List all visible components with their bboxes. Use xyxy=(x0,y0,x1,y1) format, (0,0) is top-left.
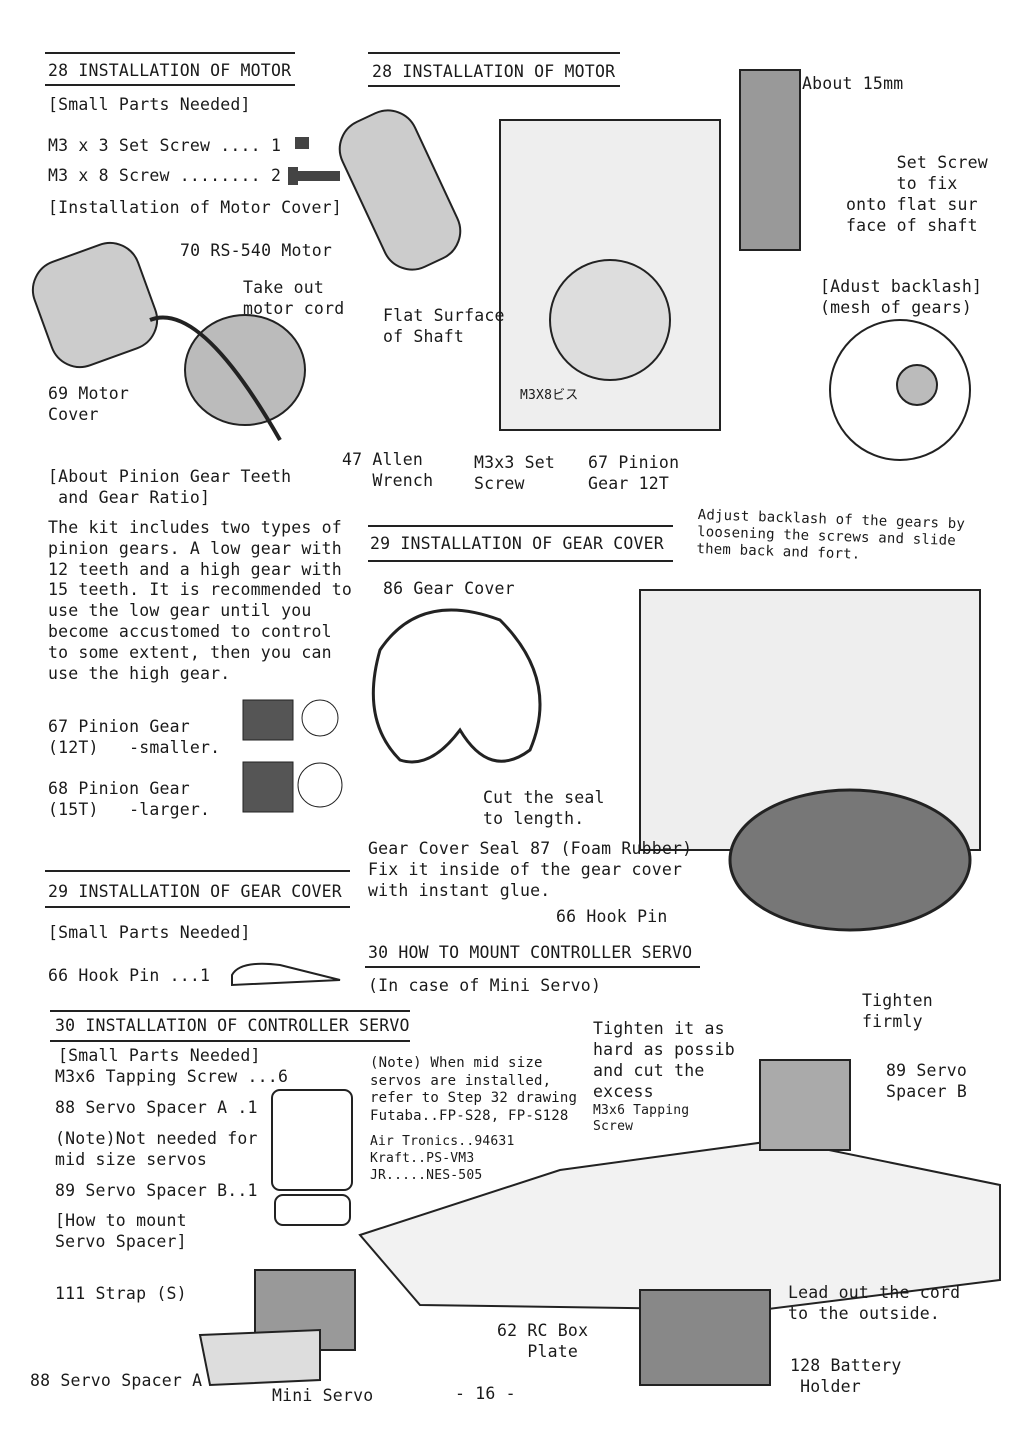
pinion-gear-label: 67 Pinion Gear 12T xyxy=(588,453,680,493)
hook-pin-label: 66 Hook Pin xyxy=(556,907,668,926)
gear-cover-seal-text: Gear Cover Seal 87 (Foam Rubber) Fix it … xyxy=(368,839,693,900)
small-parts-heading: [Small Parts Needed] xyxy=(48,923,251,942)
section-29-title: 29 INSTALLATION OF GEAR COVER xyxy=(48,882,342,901)
cut-seal-label: Cut the seal to length. xyxy=(483,788,605,828)
part-item: 88 Servo Spacer A .1 xyxy=(55,1098,258,1117)
set-screw-icon xyxy=(295,137,309,149)
divider xyxy=(50,1010,410,1012)
rc-box-plate-label: 62 RC Box Plate xyxy=(497,1321,589,1361)
mini-servo-subtitle: (In case of Mini Servo) xyxy=(368,976,602,995)
divider xyxy=(368,52,620,54)
servo-list: Air Tronics..94631 Kraft..PS-VM3 JR.....… xyxy=(370,1134,515,1183)
servo-chassis-illustration xyxy=(198,1059,1001,1387)
part-item: 89 Servo Spacer B..1 xyxy=(55,1181,258,1200)
screw-icon xyxy=(288,167,340,185)
tighten-text: Tighten it as hard as possib and cut the… xyxy=(593,1019,735,1101)
divider xyxy=(368,85,620,87)
part-item: M3 x 3 Set Screw .... 1 xyxy=(48,136,282,155)
allen-wrench-label: 47 Allen Wrench xyxy=(342,450,434,490)
motor-cover-label: 69 Motor Cover xyxy=(48,384,130,424)
small-parts-heading: [Small Parts Needed] xyxy=(58,1046,261,1065)
pinion-12t-label: 67 Pinion Gear (12T) -smaller. xyxy=(48,717,221,757)
section-29-title-right: 29 INSTALLATION OF GEAR COVER xyxy=(370,534,664,553)
spacer-b-label: 89 Servo Spacer B xyxy=(886,1061,968,1101)
divider xyxy=(50,1040,410,1042)
divider xyxy=(365,966,700,968)
backlash-heading: [Adust backlash] (mesh of gears) xyxy=(820,277,983,317)
cord-label: Take out motor cord xyxy=(243,278,345,318)
m3x8-label: M3X8ビス xyxy=(520,388,579,403)
divider xyxy=(45,52,295,54)
part-item: 66 Hook Pin ...1 xyxy=(48,966,211,985)
flat-surface-label: Flat Surface of Shaft xyxy=(383,306,505,346)
small-parts-heading: [Small Parts Needed] xyxy=(48,95,251,114)
spacer-a-label: 88 Servo Spacer A xyxy=(30,1371,203,1390)
pinion-gear-12t-icon xyxy=(242,699,339,741)
motor-label: 70 RS-540 Motor xyxy=(180,241,333,260)
hook-pin-icon xyxy=(231,962,341,987)
servo-note: (Note) When mid size servos are installe… xyxy=(370,1055,578,1124)
divider xyxy=(45,870,350,872)
motor-cover-heading: [Installation of Motor Cover] xyxy=(48,198,342,217)
set-screw2-label: M3x3 Set Screw xyxy=(474,453,556,493)
part-item: M3 x 8 Screw ........ 2 xyxy=(48,166,282,185)
section-28-title: 28 INSTALLATION OF MOTOR xyxy=(48,61,292,80)
divider xyxy=(45,906,350,908)
pinion-gear-15t-icon xyxy=(242,761,343,813)
pinion-15t-label: 68 Pinion Gear (15T) -larger. xyxy=(48,779,211,819)
motor-chassis-illustration xyxy=(338,69,971,461)
page-number: - 16 - xyxy=(455,1384,516,1403)
gear-cover-illustration xyxy=(371,589,981,932)
tighten-firmly-label: Tighten firmly xyxy=(862,991,933,1031)
section-28-title-right: 28 INSTALLATION OF MOTOR xyxy=(372,62,616,81)
pinion-paragraph: The kit includes two types of pinion gea… xyxy=(48,518,353,683)
strap-label: 111 Strap (S) xyxy=(55,1284,187,1303)
backlash-note: Adjust backlash of the gears by loosenin… xyxy=(696,507,966,563)
note-text: (Note)Not needed for mid size servos xyxy=(55,1129,258,1169)
about-15mm-label: About 15mm xyxy=(802,74,904,93)
section-30-title-right: 30 HOW TO MOUNT CONTROLLER SERVO xyxy=(368,943,693,962)
mini-servo-label: Mini Servo xyxy=(272,1386,374,1405)
gear-cover-label: 86 Gear Cover xyxy=(383,579,515,598)
divider xyxy=(368,525,673,527)
divider xyxy=(368,560,673,562)
servo-spacer-icon xyxy=(271,1089,353,1226)
pinion-heading: [About Pinion Gear Teeth and Gear Ratio] xyxy=(48,467,292,507)
divider xyxy=(45,84,295,86)
tapping-screw-label: M3x6 Tapping Screw xyxy=(593,1103,690,1134)
part-item: M3x6 Tapping Screw ...6 xyxy=(55,1067,289,1086)
battery-holder-label: 128 Battery Holder xyxy=(790,1356,902,1396)
lead-out-label: Lead out the cord to the outside. xyxy=(788,1283,961,1323)
section-30-title: 30 INSTALLATION OF CONTROLLER SERVO xyxy=(55,1016,410,1035)
how-to-mount-heading: [How to mount Servo Spacer] xyxy=(55,1211,187,1251)
motor-illustration xyxy=(31,241,306,441)
set-screw-label: Set Screw to fix onto flat sur face of s… xyxy=(846,153,988,235)
